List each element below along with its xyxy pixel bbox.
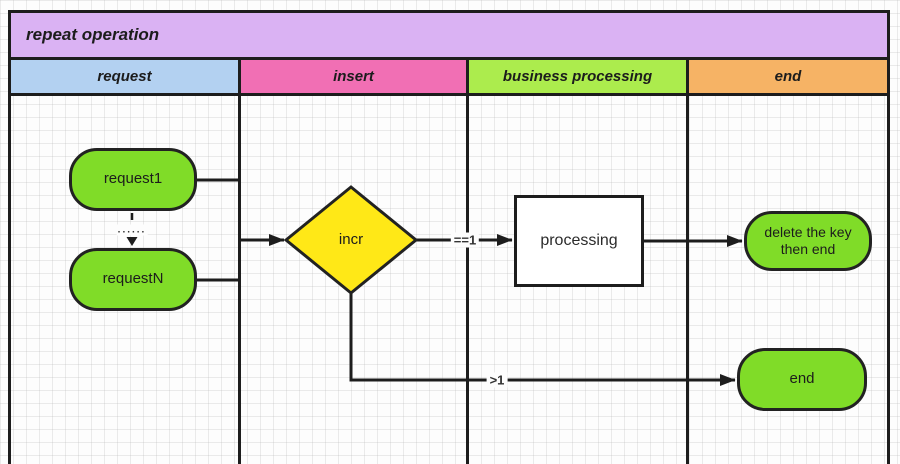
lane-header-business-processing: business processing bbox=[469, 60, 686, 93]
lane-label-business-processing: business processing bbox=[502, 68, 653, 85]
node-delete-then-end[interactable]: delete the key then end bbox=[744, 211, 872, 271]
lane-header-request: request bbox=[11, 60, 238, 93]
pool-title-bar: repeat operation bbox=[11, 13, 887, 60]
node-request1-label: request1 bbox=[103, 170, 163, 188]
lane-boundary-line bbox=[238, 96, 241, 464]
node-end[interactable]: end bbox=[737, 348, 867, 411]
node-requestN-label: requestN bbox=[102, 270, 164, 288]
node-request1[interactable]: request1 bbox=[69, 148, 197, 211]
lane-label-insert: insert bbox=[333, 68, 374, 85]
lane-header-end: end bbox=[689, 60, 887, 93]
node-processing[interactable]: processing bbox=[514, 195, 644, 287]
pool-title: repeat operation bbox=[26, 25, 160, 44]
lane-header-row: request insert business processing end bbox=[11, 60, 887, 96]
edge-label-eq1: ==1 bbox=[450, 232, 480, 248]
edge-label-dots: ...... bbox=[116, 224, 148, 236]
lane-divider bbox=[686, 60, 689, 93]
node-incr-label[interactable]: incr bbox=[338, 231, 364, 248]
lane-boundary-line bbox=[686, 96, 689, 464]
node-requestN[interactable]: requestN bbox=[69, 248, 197, 311]
node-processing-label: processing bbox=[540, 232, 618, 249]
lane-label-request: request bbox=[97, 68, 152, 85]
node-end-label: end bbox=[789, 370, 815, 388]
lane-header-insert: insert bbox=[241, 60, 466, 93]
lane-boundary-line bbox=[466, 96, 469, 464]
lane-divider bbox=[466, 60, 469, 93]
swimlane-pool: repeat operation request insert business… bbox=[8, 10, 890, 464]
lane-divider bbox=[238, 60, 241, 93]
node-delete-then-end-label: delete the key then end bbox=[764, 223, 852, 258]
edge-label-gt1: >1 bbox=[486, 372, 508, 388]
lane-label-end: end bbox=[774, 68, 802, 85]
